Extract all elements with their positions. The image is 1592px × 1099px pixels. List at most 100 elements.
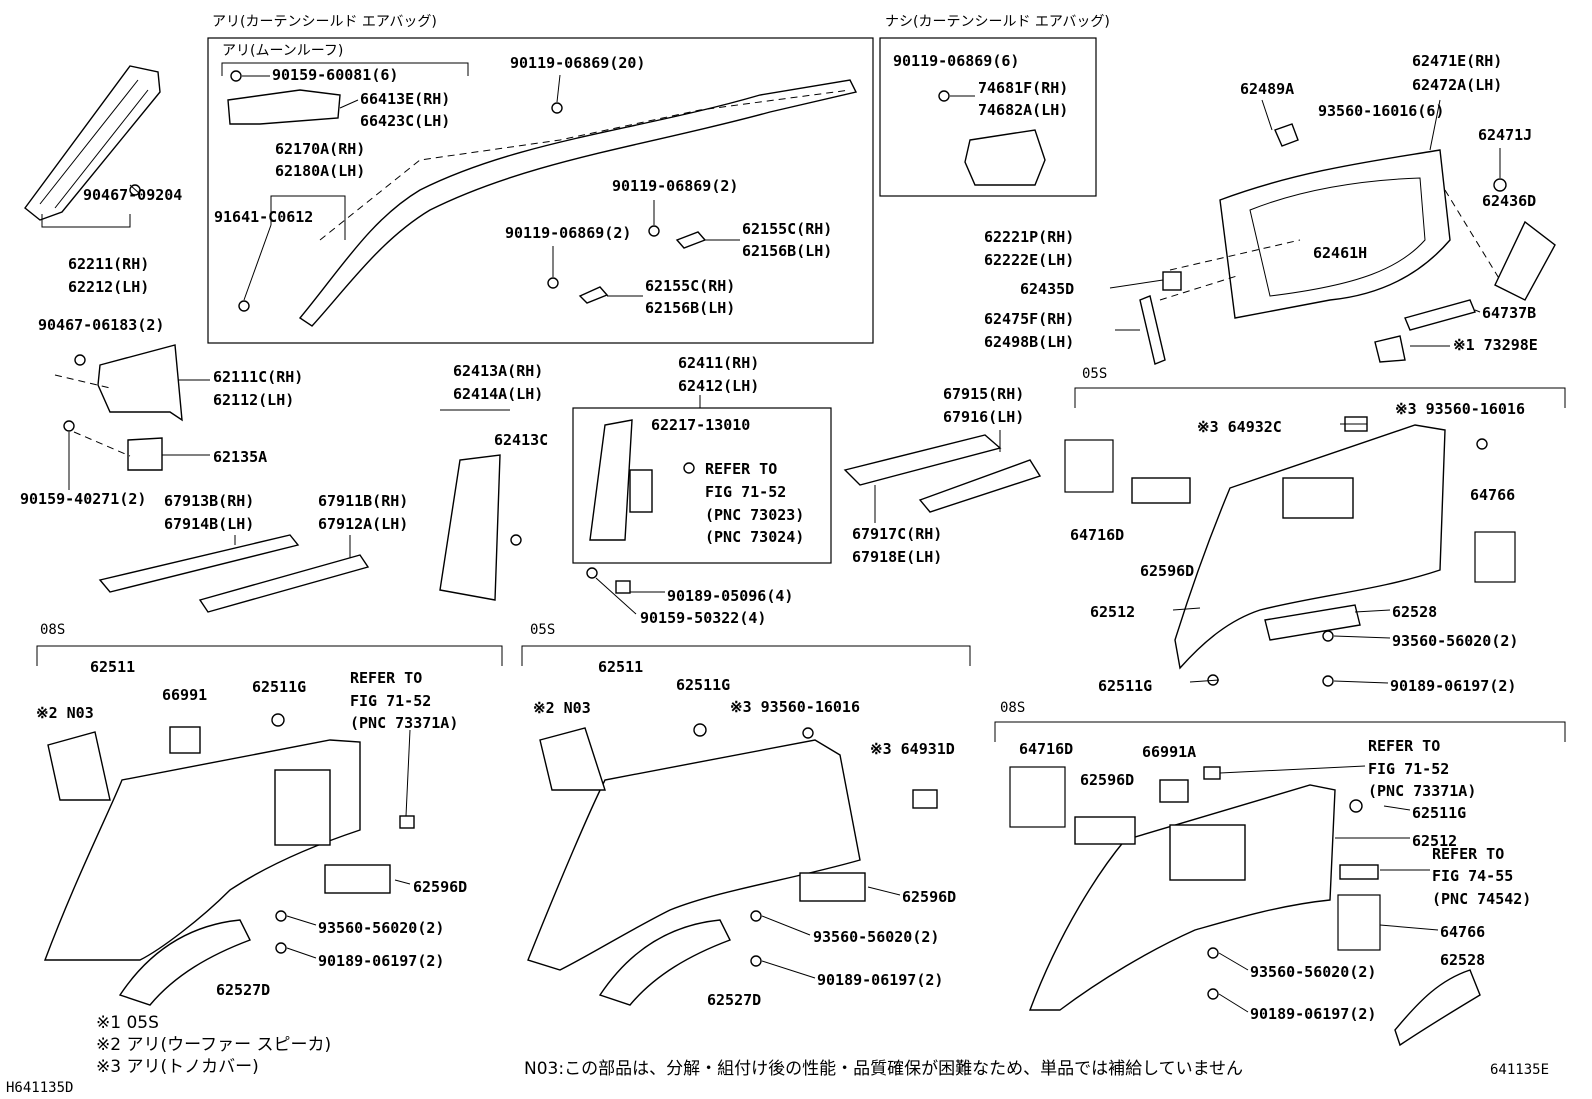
label-62596D-08s-r: 62596D	[1080, 771, 1134, 789]
label-62596D-05s: 62596D	[1140, 562, 1194, 580]
a-pillar-detail	[39, 79, 149, 209]
header-without-curtain-airbag: ナシ(カーテンシールド エアバッグ)	[885, 14, 1110, 30]
clip-90189-06197-05s	[1322, 675, 1334, 687]
label-90189-06197-r: 90189-06197(2)	[1250, 1005, 1376, 1023]
box-62596D-08s-r	[1074, 816, 1136, 845]
label-62528-05s: 62528	[1392, 603, 1437, 621]
label-90467-06183: 90467-06183(2)	[38, 316, 164, 334]
board-62528-05s	[1264, 604, 1361, 641]
label-93560-56020-r: 93560-56020(2)	[1250, 963, 1376, 981]
label-66423C: 66423C(LH)	[360, 112, 450, 130]
label-62511G-05s: 62511G	[1098, 677, 1152, 695]
section-08s-left: 08S	[40, 622, 65, 638]
quarter-trim-upper	[1219, 149, 1451, 319]
refer-d-line2: FIG 74-55	[1432, 867, 1513, 885]
label-66991: 66991	[162, 686, 207, 704]
part-N03-05s	[539, 727, 606, 791]
refer-d-line1: REFER TO	[1432, 845, 1504, 863]
section-05s-upper: 05S	[1082, 366, 1107, 382]
bolt-90119-6	[938, 90, 950, 102]
label-66413E: 66413E(RH)	[360, 90, 450, 108]
switch-73023	[629, 469, 653, 513]
label-90119-20: 90119-06869(20)	[510, 54, 645, 72]
quarter-trim-62512-05s	[1174, 424, 1446, 670]
header-with-moonroof: アリ(ムーンルーフ)	[222, 43, 343, 59]
label-62511G-05s-mid: 62511G	[676, 676, 730, 694]
scuff-plate-67915	[918, 459, 1042, 513]
label-62180A: 62180A(LH)	[275, 162, 365, 180]
grille-64716D-08s	[1009, 766, 1066, 828]
scuff-plate-67913B	[98, 534, 300, 593]
section-05s-mid-bracket	[521, 645, 971, 666]
bolt-90119-2a	[648, 225, 660, 237]
scuff-plate-67917C	[843, 434, 1002, 486]
clip-93560-56020-08s	[275, 910, 287, 922]
clip-62155C-b	[578, 286, 609, 304]
grille-64766-08s	[1337, 894, 1381, 951]
label-62111C: 62111C(RH)	[213, 368, 303, 386]
label-67915: 67915(RH)	[943, 385, 1024, 403]
curtain-airbag-box	[207, 37, 874, 344]
cover-62436D	[1494, 220, 1556, 301]
bolt-90159-60081	[230, 70, 242, 82]
label-67916: 67916(LH)	[943, 408, 1024, 426]
part-62475F	[1139, 295, 1166, 365]
refer-c-line2: FIG 71-52	[1368, 760, 1449, 778]
footnote-1: ※1 05S	[96, 1013, 159, 1033]
label-62435D: 62435D	[1020, 280, 1074, 298]
ref-73371A-08s	[399, 815, 415, 829]
clip-62511G-08s	[271, 713, 285, 727]
clip-93560-56020-05s	[1322, 630, 1334, 642]
figure-code-left: H641135D	[6, 1080, 73, 1096]
refer-d-line3: (PNC 74542)	[1432, 890, 1531, 908]
a-pillar-bracket	[41, 214, 131, 228]
bracket-74681F	[964, 129, 1046, 186]
label-62512-05s: 62512	[1090, 603, 1135, 621]
label-62412: 62412(LH)	[678, 377, 759, 395]
airbag-bracket-66413E	[227, 89, 341, 125]
part-66991A	[1159, 779, 1189, 803]
box-62596D-05s	[1131, 477, 1191, 504]
center-pillar-box	[572, 407, 832, 564]
label-64931D: ※3 64931D	[870, 740, 955, 758]
label-62436D: 62436D	[1482, 192, 1536, 210]
label-90189-06197-mid: 90189-06197(2)	[817, 971, 943, 989]
label-62596D-05s-mid: 62596D	[902, 888, 956, 906]
label-62155C-a: 62155C(RH)	[742, 220, 832, 238]
label-73298E: ※1 73298E	[1453, 336, 1538, 354]
label-67918E: 67918E(LH)	[852, 548, 942, 566]
box-62596D-08s	[324, 864, 391, 894]
clip-93560-56020-mid	[750, 910, 762, 922]
label-62413C: 62413C	[494, 431, 548, 449]
clip-93560-16016-mid	[802, 727, 814, 739]
board-62528-08s	[1394, 969, 1481, 1047]
part-N03-08s	[47, 731, 111, 801]
refer-c-line1: REFER TO	[1368, 737, 1440, 755]
label-90159-50322: 90159-50322(4)	[640, 609, 766, 627]
bolt-91641	[238, 300, 250, 312]
label-90189-06197-08s: 90189-06197(2)	[318, 952, 444, 970]
label-90189-05096: 90189-05096(4)	[667, 587, 793, 605]
label-93560-56020-mid: 93560-56020(2)	[813, 928, 939, 946]
box-62596D-05s-mid	[799, 872, 866, 902]
scuff-plate-67911B	[198, 554, 370, 613]
clip-93560-16016-05s	[1476, 438, 1488, 450]
label-62461H: 62461H	[1313, 244, 1367, 262]
clip-62471J	[1493, 178, 1507, 192]
label-62413A: 62413A(RH)	[453, 362, 543, 380]
label-62156B-b: 62156B(LH)	[645, 299, 735, 317]
label-62511G-08s-r: 62511G	[1412, 804, 1466, 822]
label-62511G-08s: 62511G	[252, 678, 306, 696]
section-05s-upper-bracket	[1074, 387, 1566, 408]
refer-a-line3: (PNC 73023)	[705, 506, 804, 524]
label-62414A: 62414A(LH)	[453, 385, 543, 403]
label-66991A: 66991A	[1142, 743, 1196, 761]
cover-64931D	[912, 789, 938, 809]
label-62511-05s: 62511	[598, 658, 643, 676]
label-93560-16016-mid: ※3 93560-16016	[730, 698, 860, 716]
header-with-curtain-airbag: アリ(カーテンシールド エアバッグ)	[212, 14, 437, 30]
quarter-trim-62511-05s	[527, 739, 861, 971]
label-N03-08s: ※2 N03	[36, 704, 94, 722]
label-64932C: ※3 64932C	[1197, 418, 1282, 436]
